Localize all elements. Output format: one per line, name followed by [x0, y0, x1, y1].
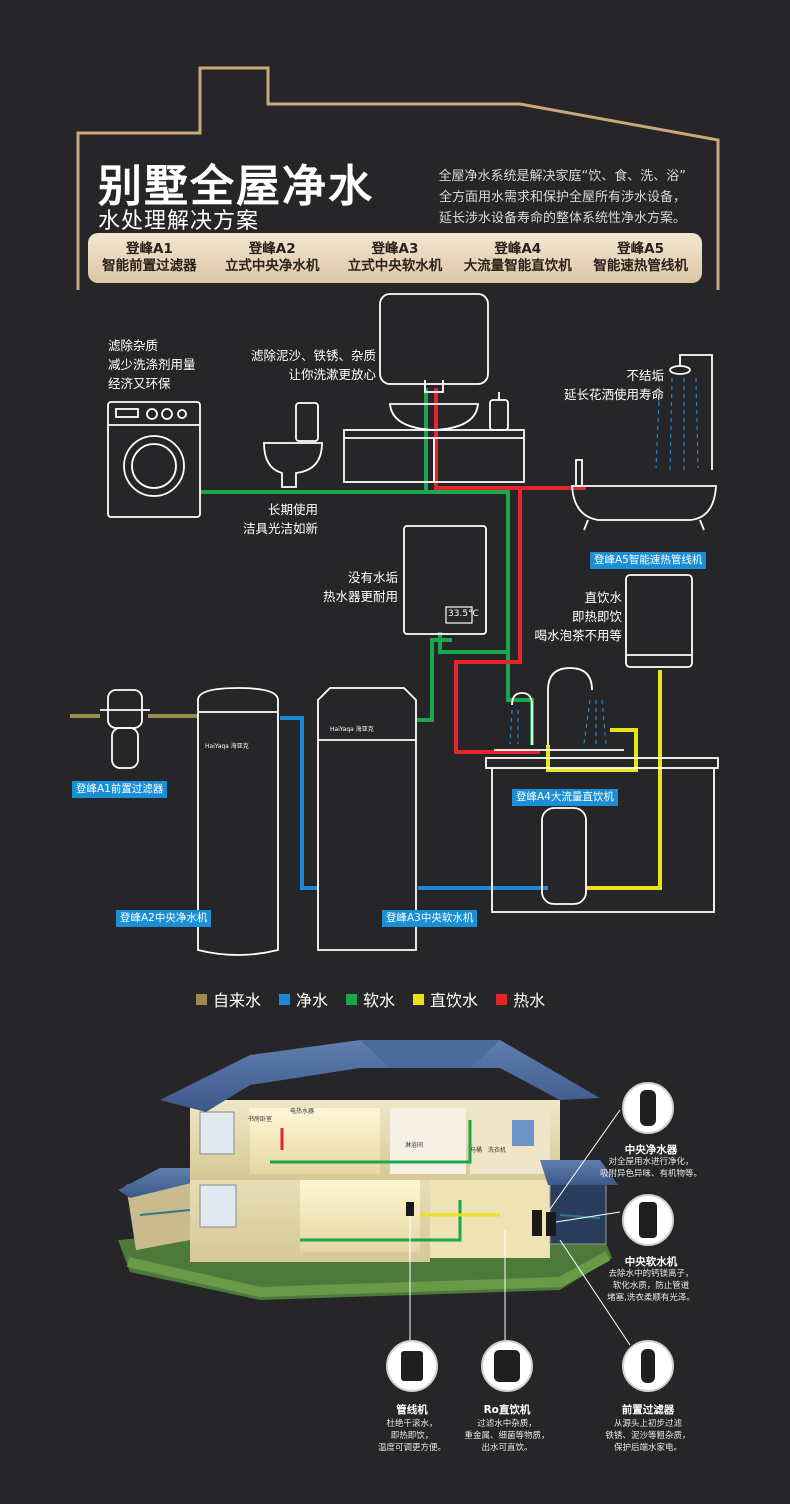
- heater-note: 没有水垢热水器更耐用: [322, 570, 398, 604]
- legend-swatch: [196, 993, 207, 1005]
- callout-title: Ro直饮机: [483, 1404, 531, 1416]
- tag-a3: 登峰A3中央软水机: [382, 910, 478, 927]
- legend-item: 软水: [346, 987, 395, 1011]
- tag-a5: 登峰A5智能速热管线机: [590, 552, 707, 569]
- page-title: 别墅全屋净水: [98, 161, 374, 212]
- tag-a4: 登峰A4大流量直饮机: [512, 789, 618, 806]
- pipeline-dispenser-image: [386, 1340, 438, 1392]
- legend-swatch: [279, 993, 291, 1005]
- room-label: 马桶: [470, 1147, 483, 1154]
- pipe-legend: 自来水 净水 软水 直饮水 热水: [196, 987, 545, 1011]
- legend-item: 直饮水: [413, 987, 478, 1011]
- callout-desc: 去除水中的钙镁离子，软化水质，防止管道堵塞,洗衣柔顺有光泽。: [607, 1269, 695, 1303]
- room-label: 书房卧室: [248, 1116, 273, 1123]
- heater-temperature-display: 33.5°C: [448, 609, 479, 619]
- page-subtitle: 水处理解决方案: [98, 209, 260, 234]
- a2-brand-logo: HaiYaqa 海亚克: [205, 743, 249, 750]
- a3-brand-logo: HaiYaqa 海亚克: [330, 726, 374, 733]
- legend-swatch: [346, 993, 358, 1005]
- callout-desc: 从源头上初步过滤铁锈、泥沙等粗杂质，保护后端水家电。: [605, 1419, 691, 1453]
- callout-title: 中央软水机: [624, 1256, 678, 1268]
- room-label: 电热水器: [290, 1108, 315, 1115]
- callout-title: 前置过滤器: [621, 1404, 675, 1416]
- ro-purifier-image: [481, 1340, 533, 1392]
- legend-item: 自来水: [196, 987, 261, 1011]
- toilet-note: 长期使用洁具光洁如新: [242, 502, 318, 536]
- pre-filter-image: [622, 1340, 674, 1392]
- callout-desc: 过滤水中杂质，重金属、细菌等物质，出水可直饮。: [464, 1419, 550, 1453]
- legend-swatch: [496, 993, 508, 1005]
- intro-description: 全屋净水系统是解决家庭“饮、食、洗、浴” 全方面用水需求和保护全屋所有涉水设备，…: [438, 169, 686, 226]
- shower-note: 不结垢延长花洒使用寿命: [563, 368, 664, 402]
- tag-a2: 登峰A2中央净水机: [116, 910, 212, 927]
- basin-note: 滤除泥沙、铁锈、杂质让你洗漱更放心: [250, 348, 376, 382]
- legend-item: 热水: [496, 987, 545, 1011]
- room-label: 淋浴间: [405, 1142, 424, 1149]
- callout-desc: 对全屋用水进行净化，吸附异色异味、有机物等。: [599, 1157, 702, 1179]
- callout-title: 中央净水器: [624, 1144, 678, 1156]
- room-label: 洗衣机: [488, 1147, 507, 1154]
- callout-desc: 杜绝千滚水，即热即饮，温度可调更方便。: [377, 1419, 446, 1453]
- tag-a1: 登峰A1前置过滤器: [72, 781, 168, 798]
- central-softener-image: [622, 1194, 674, 1246]
- central-purifier-image: [622, 1082, 674, 1134]
- dispenser-note: 直饮水即热即饮喝水泡茶不用等: [534, 590, 622, 643]
- callout-title: 管线机: [396, 1404, 428, 1416]
- washer-note: 滤除杂质减少洗涤剂用量经济又环保: [108, 338, 196, 391]
- legend-swatch: [413, 993, 425, 1005]
- legend-item: 净水: [279, 987, 328, 1011]
